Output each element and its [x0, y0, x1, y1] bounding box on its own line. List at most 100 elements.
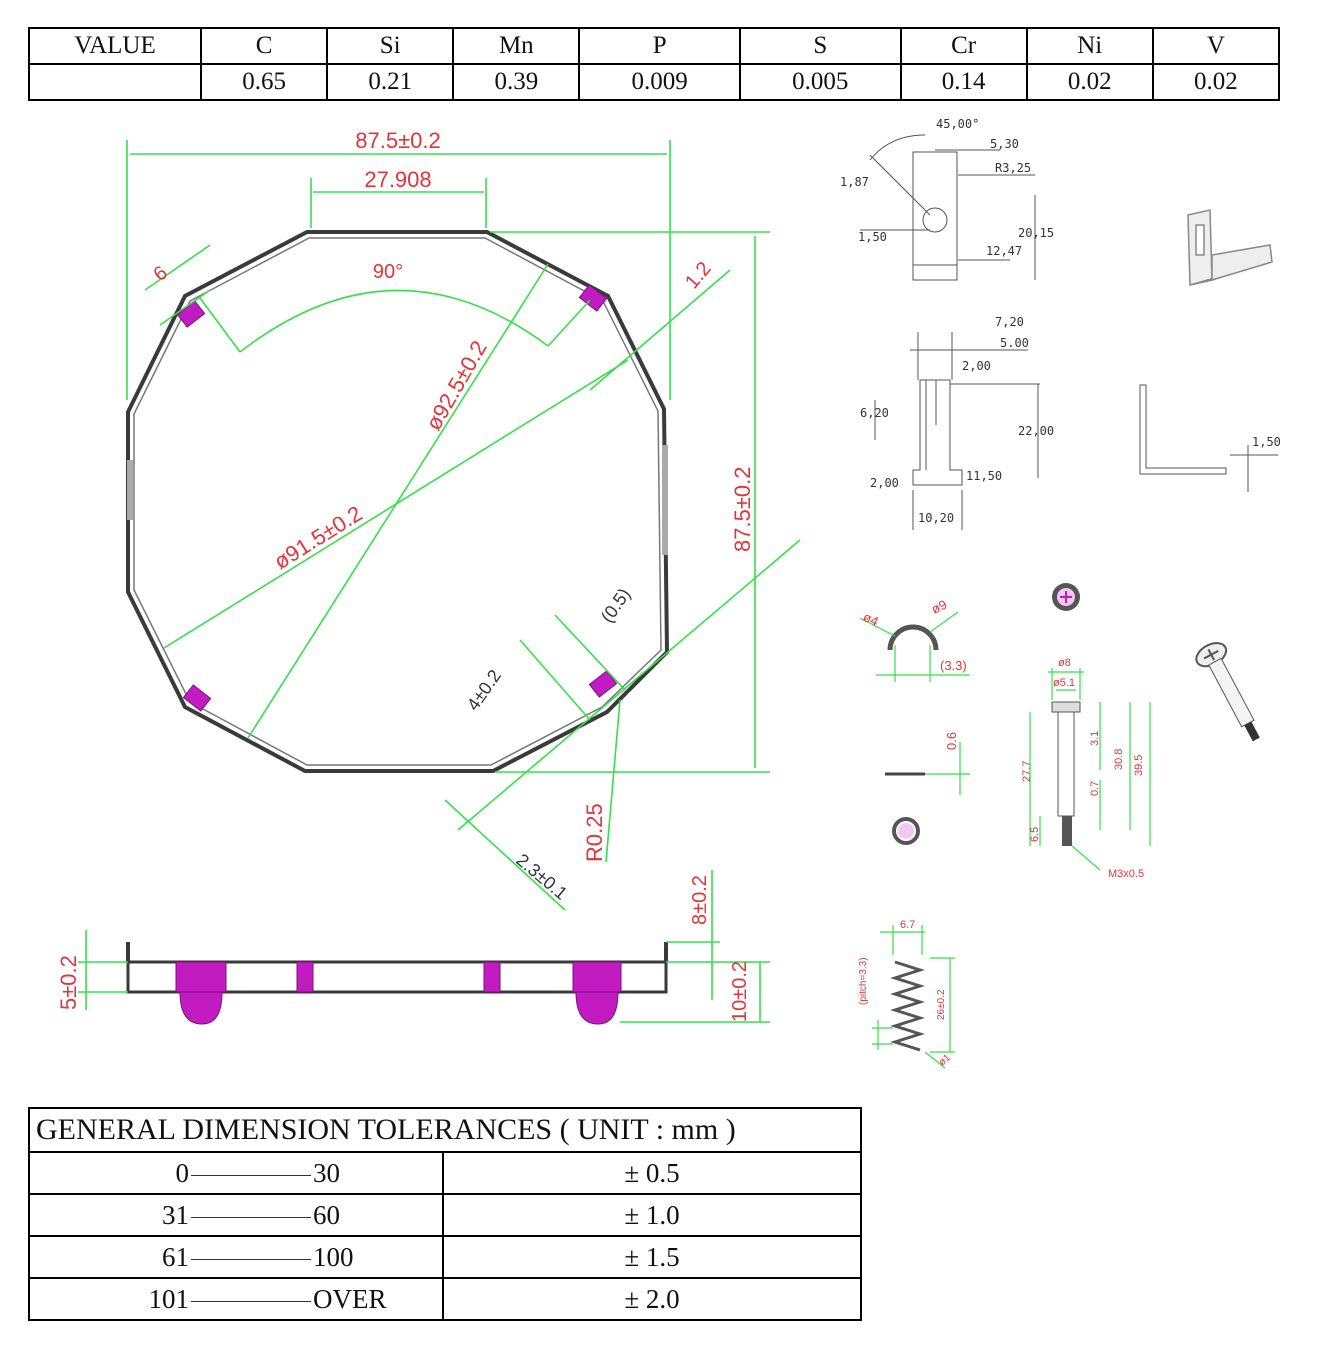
composition-header-cell: P: [578, 27, 741, 65]
composition-header-cell: Ni: [1025, 27, 1154, 65]
range-to: OVER: [313, 1283, 387, 1314]
composition-table: VALUE C Si Mn P S Cr Ni V 0.65 0.21 0.39…: [28, 27, 1281, 101]
screw-dim: 6.5: [1029, 827, 1041, 842]
tab-dim: 7,20: [995, 315, 1024, 329]
composition-header-row: VALUE C Si Mn P S Cr Ni V: [28, 27, 1281, 65]
range-from: 61: [162, 1241, 189, 1272]
bracket-3d-icon: [1187, 209, 1273, 286]
composition-value-cell: 0.21: [326, 63, 455, 101]
tolerance-value: ± 2.0: [442, 1277, 862, 1321]
tab-dim: 6,20: [860, 406, 889, 420]
tab-drawing: [874, 332, 1278, 530]
tolerance-table: GENERAL DIMENSION TOLERANCES ( UNIT : mm…: [28, 1107, 862, 1321]
range-line: [191, 1258, 311, 1260]
screw-dim: 30.8: [1113, 749, 1125, 770]
dim-diag-925: ø92.5±0.2: [421, 336, 492, 434]
ring-top-view: [126, 230, 670, 773]
range-to: 30: [313, 1157, 340, 1188]
tab-dim: 5.00: [1000, 336, 1029, 350]
tolerance-row: 61 100 ± 1.5: [28, 1235, 862, 1279]
dim-height-right: 87.5±0.2: [730, 467, 755, 552]
bracket-dims: 45,00° 5,30 R3,25 1,87 1,50 20,15 12,47: [840, 117, 1054, 258]
dim-radius: R0.25: [582, 803, 607, 862]
composition-header-cell: V: [1151, 27, 1281, 65]
range-to: 60: [313, 1199, 340, 1230]
composition-header-cell: C: [199, 27, 329, 65]
spring-dim: (pitch=3.3): [858, 957, 869, 1005]
tab-dim: 22,00: [1018, 424, 1054, 438]
clip-dim: ø9: [929, 597, 949, 617]
spring-dim: ø1: [937, 1052, 953, 1068]
ring-side-slots: [127, 445, 668, 555]
tolerance-title: GENERAL DIMENSION TOLERANCES ( UNIT : mm…: [28, 1107, 862, 1153]
tab-dim: 11,50: [966, 469, 1002, 483]
composition-value-cell: 0.02: [1025, 63, 1154, 101]
tolerance-range: 31 60: [28, 1193, 444, 1237]
spring-drawing: 6.7 (pitch=3.3) 26±0.2 ø1: [858, 919, 955, 1069]
screw-3d-icon: [1195, 642, 1260, 742]
composition-header-cell: Cr: [899, 27, 1028, 65]
ring-side-view: 5±0.2 8±0.2 10±0.2: [56, 870, 770, 1025]
bracket-dim: R3,25: [995, 161, 1031, 175]
dim-gap: 1.2: [681, 258, 716, 293]
tolerance-value: ± 0.5: [442, 1151, 862, 1195]
screw-dim: 27.7: [1021, 761, 1033, 782]
composition-header-cell: VALUE: [28, 27, 202, 65]
screw-dim: ø8: [1058, 657, 1071, 669]
dim-half: (0.5): [597, 585, 635, 627]
technical-drawing: 87.5±0.2 27.908 90° 6 1.2 ø92.5±0.2 ø91.…: [56, 117, 1281, 1069]
composition-value-cell: 0.39: [452, 63, 581, 101]
ring-tabs: [176, 284, 618, 712]
clip-drawing: ø4 ø9 (3.3) 0.6: [859, 597, 970, 845]
dimension-lines: [126, 140, 801, 911]
clip-dim: (3.3): [940, 658, 967, 673]
screw-dim: M3x0.5: [1108, 868, 1144, 880]
tolerance-title-row: GENERAL DIMENSION TOLERANCES ( UNIT : mm…: [28, 1107, 862, 1153]
spring-dim: 6.7: [900, 919, 915, 931]
dim-tab-depth: 2.3±0.1: [512, 850, 571, 904]
tolerance-row: 101 OVER ± 2.0: [28, 1277, 862, 1321]
range-line: [191, 1300, 311, 1302]
composition-header-cell: Mn: [452, 27, 581, 65]
screw-dim: 0.7: [1089, 781, 1101, 796]
tab-dim: 10,20: [918, 511, 954, 525]
tab-dim: 1,50: [1252, 435, 1281, 449]
clip-dim: 0.6: [944, 732, 959, 750]
dim-right-height: 10±0.2: [729, 961, 751, 1022]
composition-value-row: 0.65 0.21 0.39 0.009 0.005 0.14 0.02 0.0…: [28, 63, 1281, 101]
composition-value-cell: 0.009: [578, 63, 741, 101]
dim-angle: 90°: [373, 261, 403, 283]
clip-dim: ø4: [861, 609, 881, 629]
ring-outline: [126, 230, 670, 773]
dim-diag-915: ø91.5±0.2: [269, 501, 366, 575]
composition-value-cell: [28, 63, 202, 101]
range-from: 31: [162, 1199, 189, 1230]
range-from: 0: [175, 1157, 190, 1188]
screw-drawing: ø8 ø5.1 27.7 3.1 30.8 39.5 0.7 6.5 M3x0.…: [1021, 583, 1151, 880]
composition-header-cell: Si: [326, 27, 455, 65]
tab-dim: 2,00: [870, 476, 899, 490]
range-to: 100: [313, 1241, 354, 1272]
tab-dims: 7,20 5.00 2,00 6,20 22,00 2,00 11,50 10,…: [860, 315, 1281, 525]
tolerance-range: 101 OVER: [28, 1277, 444, 1321]
range-line: [191, 1174, 311, 1176]
bracket-drawing: [860, 134, 1036, 281]
screw-dim: 3.1: [1089, 731, 1101, 746]
dim-width-top: 87.5±0.2: [355, 128, 440, 153]
screw-dim: ø5.1: [1053, 677, 1075, 689]
dim-flat-top: 27.908: [364, 167, 431, 192]
tolerance-range: 61 100: [28, 1235, 444, 1279]
tolerance-row: 0 30 ± 0.5: [28, 1151, 862, 1195]
tolerance-value: ± 1.5: [442, 1235, 862, 1279]
screw-dim: 39.5: [1133, 755, 1145, 776]
bracket-dim: 1,87: [840, 175, 869, 189]
tolerance-value: ± 1.0: [442, 1193, 862, 1237]
bracket-dim: 12,47: [986, 244, 1022, 258]
bracket-dim: 5,30: [990, 137, 1019, 151]
spring-dim: 26±0.2: [936, 989, 947, 1020]
dim-right-top: 8±0.2: [689, 875, 711, 925]
composition-value-cell: 0.02: [1151, 63, 1281, 101]
range-from: 101: [148, 1283, 190, 1314]
bracket-dim: 1,50: [858, 230, 887, 244]
range-line: [191, 1216, 311, 1218]
